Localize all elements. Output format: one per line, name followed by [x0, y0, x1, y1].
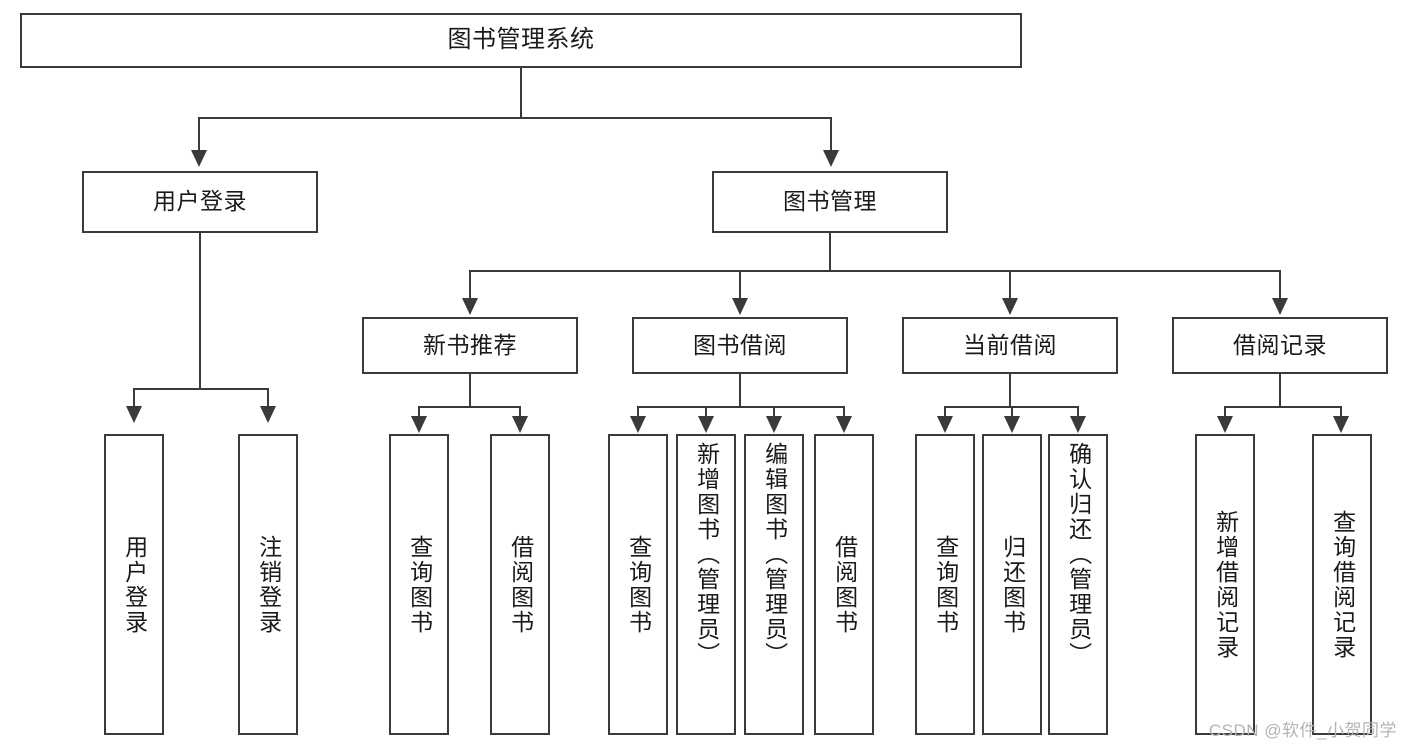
leaf-logout[interactable]: 注销登录 — [238, 434, 298, 735]
connector-drop-cb-1 — [944, 406, 946, 418]
arrowhead-user-login — [191, 150, 207, 167]
connector-root-stem — [520, 68, 522, 118]
leaf-br-query-record[interactable]: 查询借阅记录 — [1312, 434, 1372, 735]
arrowhead-cb-3 — [1070, 416, 1086, 433]
arrowhead-ul-1 — [126, 406, 142, 423]
connector-bus-borrow-book — [637, 406, 845, 408]
arrowhead-book-management — [823, 150, 839, 167]
connector-bus-user-login — [133, 388, 269, 390]
node-label: 借阅图书 — [507, 534, 534, 635]
node-label: 注销登录 — [255, 534, 282, 635]
connector-drop-l3-4 — [1279, 270, 1281, 300]
connector-bus-level3 — [469, 270, 1281, 272]
connector-bus-current-borrow — [944, 406, 1077, 408]
node-label: 当前借阅 — [963, 331, 1057, 358]
leaf-cb-return-books[interactable]: 归还图书 — [982, 434, 1042, 735]
node-label: 图书借阅 — [693, 331, 787, 358]
connector-drop-l3-2 — [739, 270, 741, 300]
arrowhead-cb-2 — [1004, 416, 1020, 433]
arrowhead-bb-1 — [630, 416, 646, 433]
node-book-borrowing[interactable]: 图书借阅 — [632, 317, 848, 374]
connector-borrow-record-stem — [1279, 374, 1281, 407]
arrowhead-cb-1 — [937, 416, 953, 433]
connector-new-book-stem — [469, 374, 471, 407]
node-root-book-management-system[interactable]: 图书管理系统 — [20, 13, 1022, 68]
node-label: 查询图书 — [406, 534, 433, 635]
arrowhead-nb-2 — [512, 416, 528, 433]
arrowhead-bb-2 — [698, 416, 714, 433]
connector-drop-bb-1 — [637, 406, 639, 418]
arrowhead-l3-3 — [1002, 298, 1018, 315]
connector-drop-user-login — [198, 117, 200, 152]
leaf-user-login[interactable]: 用户登录 — [104, 434, 164, 735]
connector-bus-level1 — [198, 117, 832, 119]
node-new-book-recommendation[interactable]: 新书推荐 — [362, 317, 578, 374]
node-label: 用户登录 — [153, 188, 247, 215]
arrowhead-nb-1 — [411, 416, 427, 433]
arrowhead-br-1 — [1217, 416, 1233, 433]
node-borrowing-records[interactable]: 借阅记录 — [1172, 317, 1388, 374]
node-label: 编辑图书（管理员） — [761, 442, 788, 667]
node-book-management[interactable]: 图书管理 — [712, 171, 948, 233]
connector-drop-nb-2 — [519, 406, 521, 418]
arrowhead-bb-3 — [766, 416, 782, 433]
arrowhead-bb-4 — [836, 416, 852, 433]
node-label: 新增借阅记录 — [1212, 509, 1239, 660]
leaf-nb-query-books[interactable]: 查询图书 — [389, 434, 449, 735]
leaf-br-add-record[interactable]: 新增借阅记录 — [1195, 434, 1255, 735]
node-label: 查询图书 — [932, 534, 959, 635]
connector-drop-ul-2 — [267, 388, 269, 408]
connector-bus-new-book — [418, 406, 521, 408]
node-label: 归还图书 — [999, 534, 1026, 635]
node-label: 图书管理 — [783, 188, 877, 215]
connector-drop-bb-3 — [773, 406, 775, 418]
connector-drop-cb-3 — [1077, 406, 1079, 418]
connector-current-borrow-stem — [1009, 374, 1011, 407]
connector-drop-br-2 — [1340, 406, 1342, 418]
connector-drop-nb-1 — [418, 406, 420, 418]
leaf-cb-query-books[interactable]: 查询图书 — [915, 434, 975, 735]
leaf-bb-edit-book-admin[interactable]: 编辑图书（管理员） — [744, 434, 804, 735]
node-label: 借阅图书 — [831, 534, 858, 635]
connector-drop-l3-1 — [469, 270, 471, 300]
connector-drop-cb-2 — [1011, 406, 1013, 418]
connector-drop-l3-3 — [1009, 270, 1011, 300]
connector-bus-borrow-record — [1224, 406, 1342, 408]
leaf-bb-borrow-books[interactable]: 借阅图书 — [814, 434, 874, 735]
connector-borrow-book-stem — [739, 374, 741, 407]
node-label: 查询借阅记录 — [1329, 509, 1356, 660]
connector-drop-bb-4 — [843, 406, 845, 418]
node-label: 新书推荐 — [423, 331, 517, 358]
connector-book-management-stem — [829, 233, 831, 271]
leaf-cb-confirm-return-admin[interactable]: 确认归还（管理员） — [1048, 434, 1108, 735]
connector-drop-book-management — [830, 117, 832, 152]
node-label: 查询图书 — [625, 534, 652, 635]
node-label: 用户登录 — [121, 534, 148, 635]
arrowhead-l3-2 — [732, 298, 748, 315]
node-current-borrowing[interactable]: 当前借阅 — [902, 317, 1118, 374]
leaf-bb-add-book-admin[interactable]: 新增图书（管理员） — [676, 434, 736, 735]
leaf-nb-borrow-books[interactable]: 借阅图书 — [490, 434, 550, 735]
connector-drop-bb-2 — [705, 406, 707, 418]
node-label: 确认归还（管理员） — [1065, 442, 1092, 667]
node-label: 新增图书（管理员） — [693, 442, 720, 667]
leaf-bb-query-books[interactable]: 查询图书 — [608, 434, 668, 735]
connector-drop-ul-1 — [133, 388, 135, 408]
csdn-watermark: CSDN @软件_小贺同学 — [1208, 721, 1397, 740]
arrowhead-br-2 — [1333, 416, 1349, 433]
connector-drop-br-1 — [1224, 406, 1226, 418]
node-label: 借阅记录 — [1233, 331, 1327, 358]
arrowhead-l3-4 — [1272, 298, 1288, 315]
arrowhead-ul-2 — [260, 406, 276, 423]
node-user-login[interactable]: 用户登录 — [82, 171, 318, 233]
arrowhead-l3-1 — [462, 298, 478, 315]
node-label: 图书管理系统 — [447, 26, 595, 54]
connector-user-login-stem — [199, 233, 201, 389]
